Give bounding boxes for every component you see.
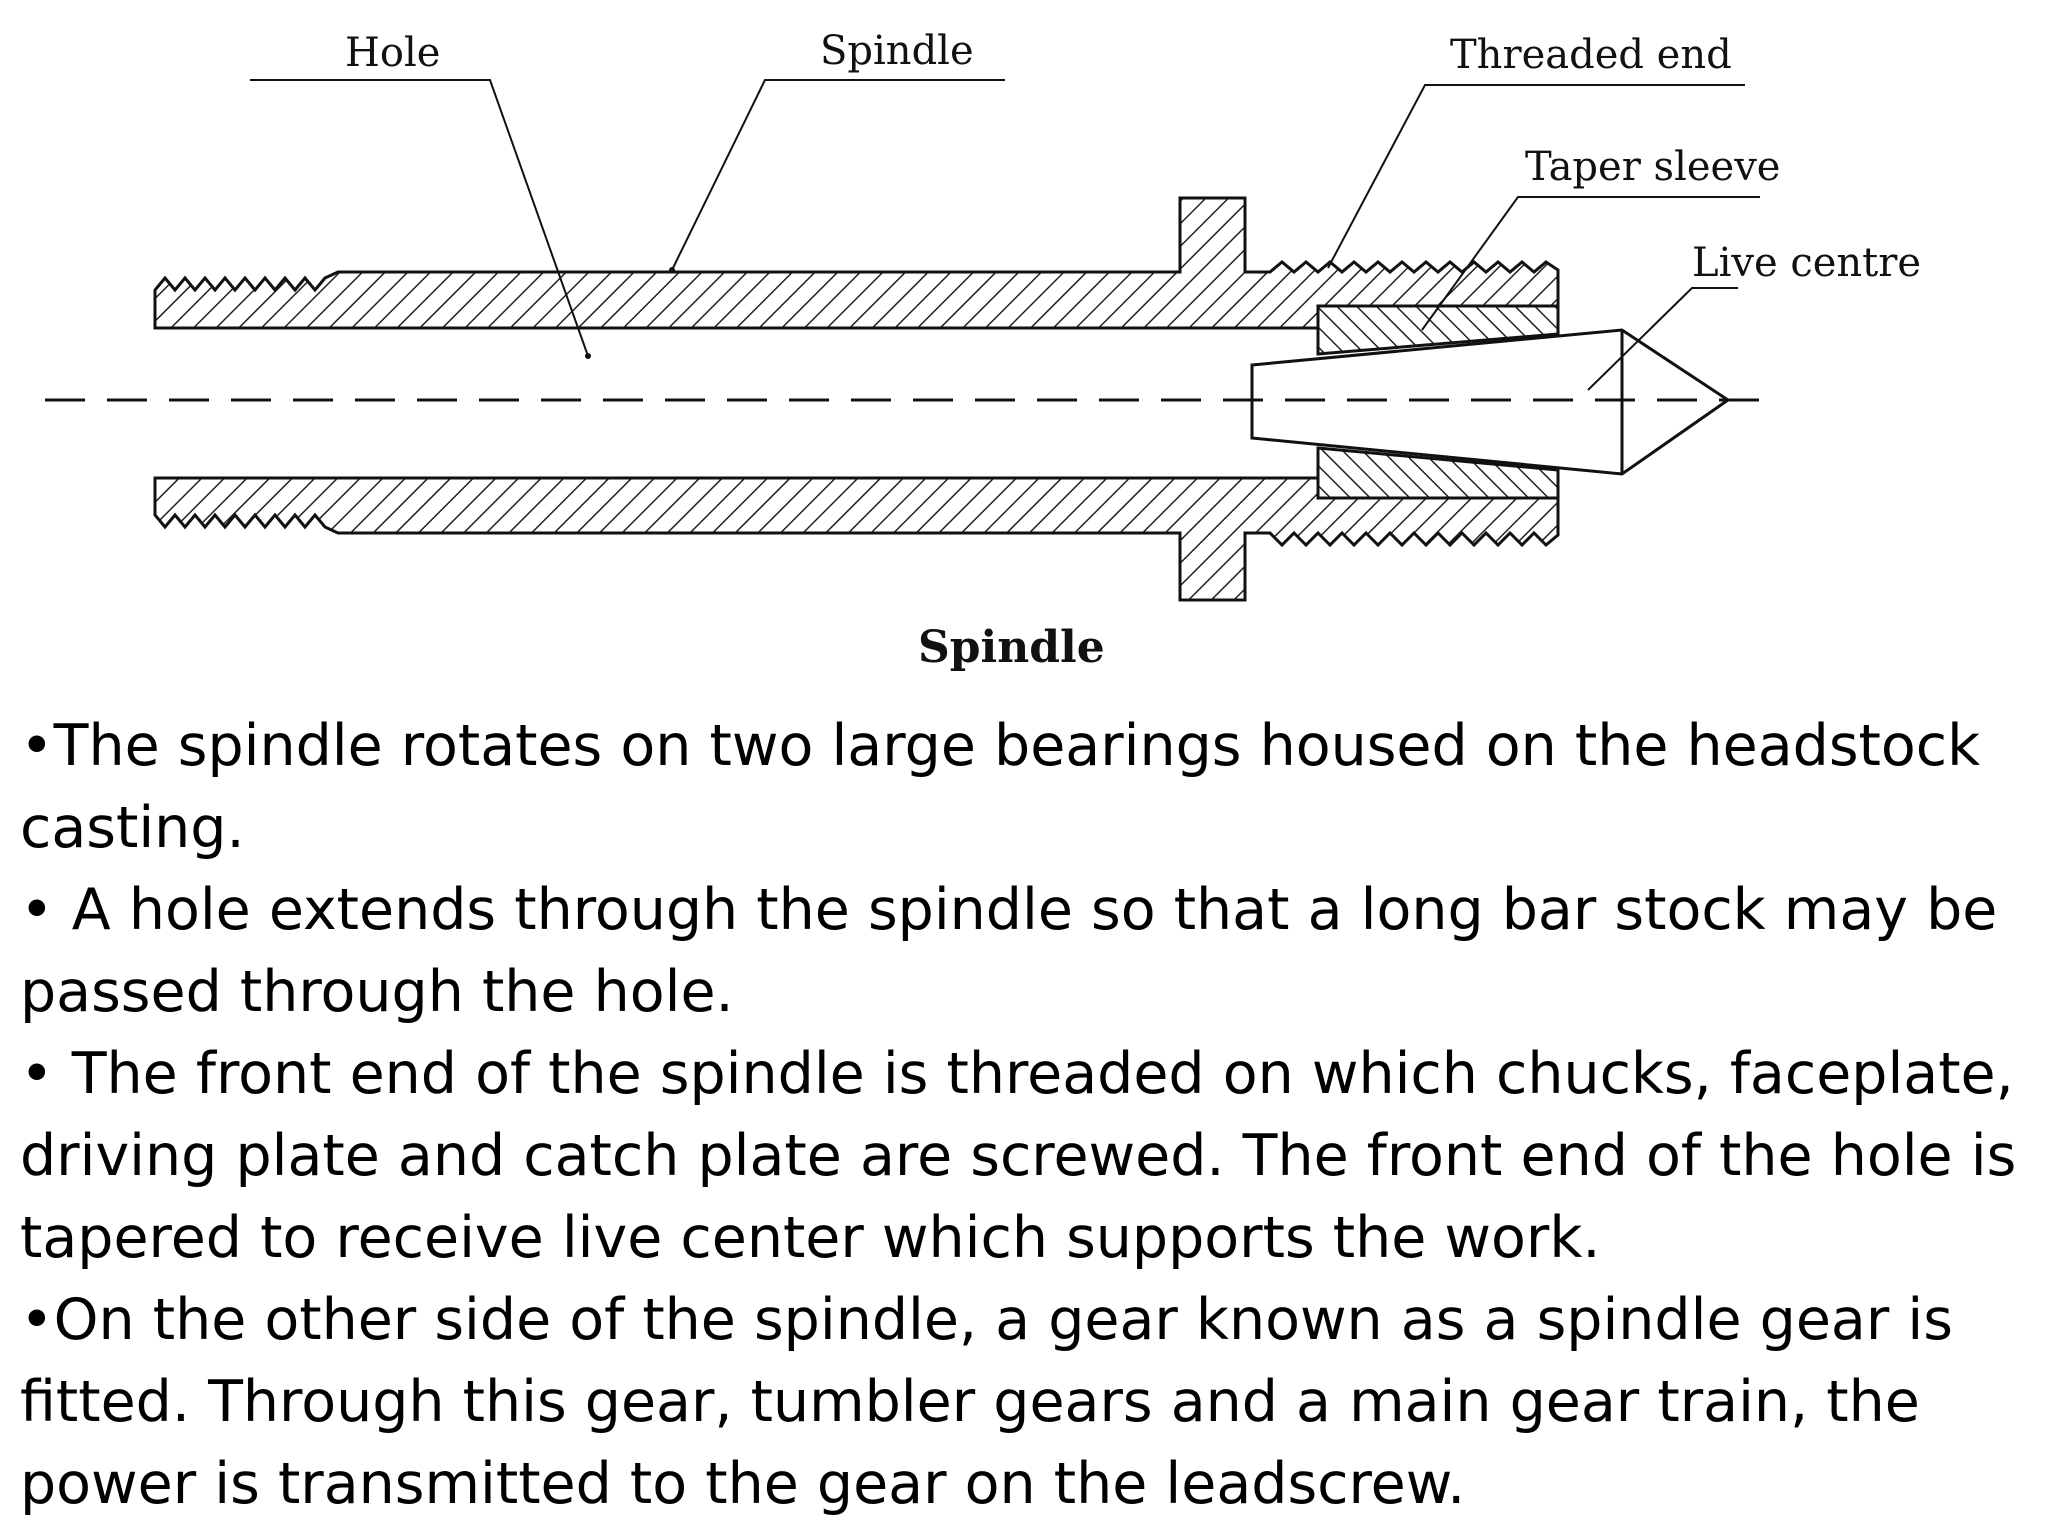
live-centre-label: Live centre [1692, 240, 1921, 286]
hole-label: Hole [345, 30, 440, 76]
spindle-lower-wall [153, 476, 1560, 602]
spindle-label: Spindle [820, 28, 974, 74]
note-item: • A hole extends through the spindle so … [20, 877, 1998, 1025]
note-item: •On the other side of the spindle, a gea… [20, 1287, 1953, 1517]
taper-sleeve-leader [1421, 196, 1760, 331]
spindle-leader [671, 79, 1005, 271]
taper-sleeve-upper [1316, 304, 1560, 356]
spindle-upper-wall [153, 196, 1560, 330]
threaded-end-label: Threaded end [1450, 32, 1732, 78]
live-centre-leader [1587, 287, 1738, 391]
live-centre [1250, 328, 1731, 476]
notes-text: •The spindle rotates on two large bearin… [20, 705, 2030, 1525]
threaded-end-leader [1327, 84, 1745, 269]
taper-sleeve-lower [1316, 446, 1560, 500]
diagram-caption: Spindle [918, 622, 1105, 673]
taper-sleeve-label: Taper sleeve [1525, 144, 1780, 190]
note-item: •The spindle rotates on two large bearin… [20, 713, 1981, 861]
spindle-diagram: Hole Spindle Threaded end Taper sleeve L… [45, 28, 1921, 673]
hole-leader [250, 79, 589, 357]
note-item: • The front end of the spindle is thread… [20, 1041, 2017, 1271]
